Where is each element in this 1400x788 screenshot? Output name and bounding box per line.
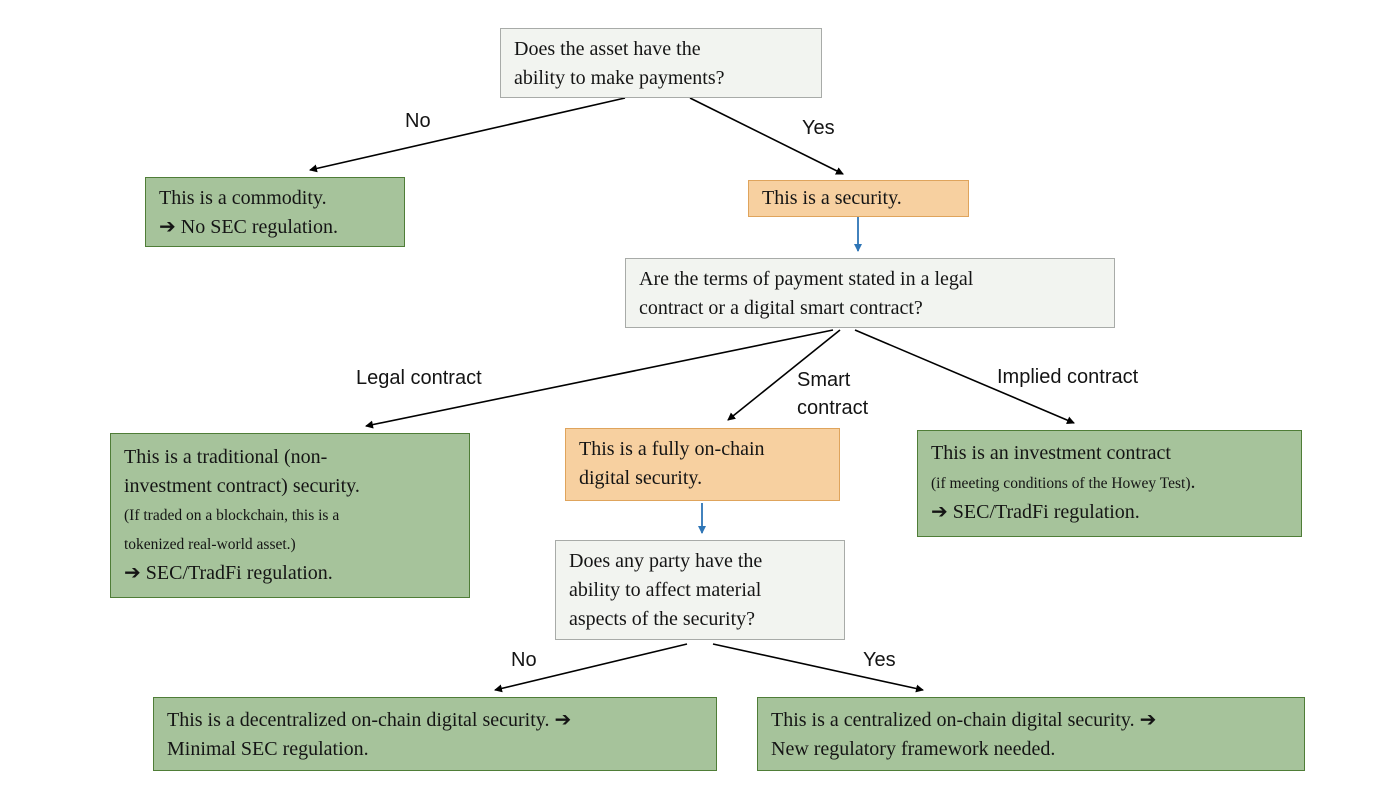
edge-label-smart-line1: Smart: [797, 369, 851, 391]
edge-label-yes-payments: Yes: [802, 117, 835, 139]
node-note-text: (If traded on a blockchain, this is a: [124, 507, 340, 524]
node-text: This is a traditional (non-: [124, 446, 328, 468]
node-text: ability to make payments?: [514, 67, 725, 89]
node-text: This is a fully on-chain: [579, 438, 765, 460]
node-traditional-security: This is a traditional (non- investment c…: [110, 433, 470, 598]
node-text: contract or a digital smart contract?: [639, 297, 923, 319]
edge-label-yes-material: Yes: [863, 649, 896, 671]
node-text: .: [1190, 471, 1196, 493]
node-text: digital security.: [579, 467, 703, 489]
node-text: ➔ SEC/TradFi regulation.: [931, 501, 1140, 523]
node-decentralized-security: This is a decentralized on-chain digital…: [153, 697, 717, 771]
node-fully-onchain-security: This is a fully on-chain digital securit…: [565, 428, 840, 501]
node-centralized-security: This is a centralized on-chain digital s…: [757, 697, 1305, 771]
edge-label-no-material: No: [511, 649, 537, 671]
node-text: ➔ No SEC regulation.: [159, 216, 338, 238]
edge-label-smart-line2: contract: [797, 397, 869, 419]
node-text: ➔ SEC/TradFi regulation.: [124, 562, 333, 584]
node-text: ability to affect material: [569, 579, 762, 601]
node-text: investment contract) security.: [124, 475, 360, 497]
node-investment-contract: This is an investment contract (if meeti…: [917, 430, 1302, 537]
node-question-payments: Does the asset have the ability to make …: [500, 28, 822, 98]
node-note-text: (if meeting conditions of the Howey Test…: [931, 475, 1191, 492]
node-text: This is a commodity.: [159, 187, 327, 209]
node-text: This is an investment contract: [931, 442, 1171, 464]
node-question-material-aspects: Does any party have the ability to affec…: [555, 540, 845, 640]
connector-q1-to-commodity: [309, 97, 626, 173]
node-text: aspects of the security?: [569, 608, 756, 630]
node-text: Does any party have the: [569, 550, 763, 572]
node-text: This is a decentralized on-chain digital…: [167, 709, 572, 731]
node-text: New regulatory framework needed.: [771, 738, 1056, 760]
edge-label-no-payments: No: [405, 110, 431, 132]
node-note-text: tokenized real-world asset.): [124, 536, 296, 553]
node-question-contract: Are the terms of payment stated in a leg…: [625, 258, 1115, 328]
node-note-line: (if meeting conditions of the Howey Test…: [931, 468, 1288, 498]
node-text: This is a security.: [762, 187, 902, 209]
node-text: Are the terms of payment stated in a leg…: [639, 268, 974, 290]
node-text: This is a centralized on-chain digital s…: [771, 709, 1157, 731]
node-text: Does the asset have the: [514, 38, 701, 60]
edge-label-smart-contract: Smart contract: [797, 366, 868, 422]
node-security: This is a security.: [748, 180, 969, 217]
edge-label-implied-contract: Implied contract: [997, 366, 1139, 388]
node-text: Minimal SEC regulation.: [167, 738, 369, 760]
edge-label-legal-contract: Legal contract: [356, 367, 482, 389]
node-commodity: This is a commodity. ➔ No SEC regulation…: [145, 177, 405, 247]
